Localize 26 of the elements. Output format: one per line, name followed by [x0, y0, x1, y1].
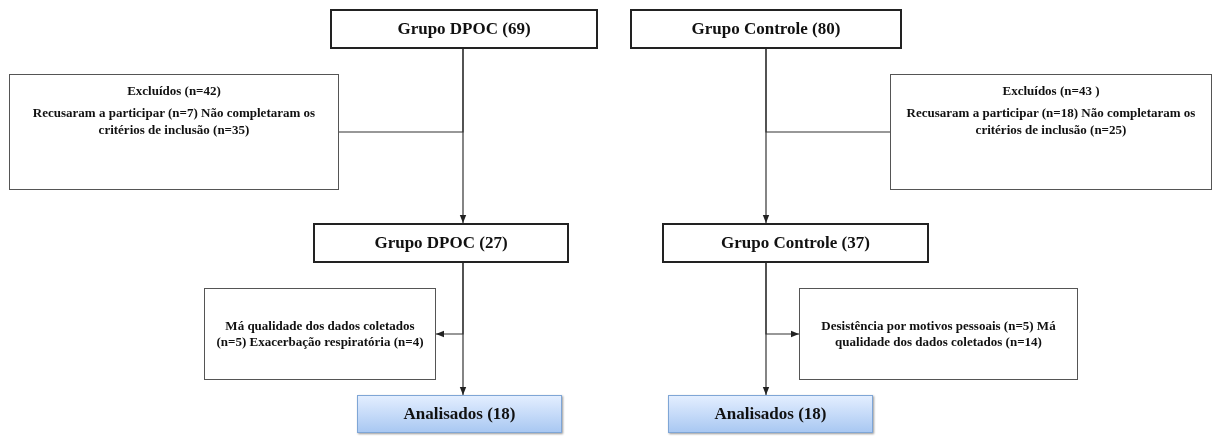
box-text: Grupo DPOC (69) — [397, 18, 531, 40]
exclusion-box — [204, 288, 436, 380]
group-box — [313, 223, 569, 263]
box-text: Recusaram a participar (n=7) Não completaram os critérios de inclusão (n=35) — [31, 105, 317, 138]
exclusion-box — [9, 74, 339, 190]
connector-line — [765, 48, 891, 133]
group-box — [662, 223, 929, 263]
box-text: Recusaram a participar (n=18) Não completaram os critérios de inclusão (n=25) — [905, 105, 1197, 138]
box-heading: Excluídos (n=42) — [127, 83, 221, 100]
box-text: Grupo Controle (80) — [691, 18, 841, 40]
group-box — [330, 9, 598, 49]
box-text: Analisados (18) — [403, 403, 516, 425]
box-text: Grupo Controle (37) — [721, 232, 870, 254]
box-text: Analisados (18) — [714, 403, 827, 425]
box-text: Grupo DPOC (27) — [374, 232, 508, 254]
connector-line — [338, 48, 464, 133]
exclusion-box — [890, 74, 1212, 190]
arrow — [435, 262, 464, 338]
arrow — [765, 262, 800, 338]
box-text: Desistência por motivos pessoais (n=5) Má qualidade dos dados coletados (n=14) — [820, 317, 1057, 351]
box-heading: Excluídos (n=43 ) — [1002, 83, 1100, 100]
exclusion-box — [799, 288, 1078, 380]
box-text: Má qualidade dos dados coletados (n=5) Exacerbação respiratória (n=4) — [215, 317, 425, 351]
result-box — [668, 395, 873, 433]
result-box — [357, 395, 562, 433]
group-box — [630, 9, 902, 49]
